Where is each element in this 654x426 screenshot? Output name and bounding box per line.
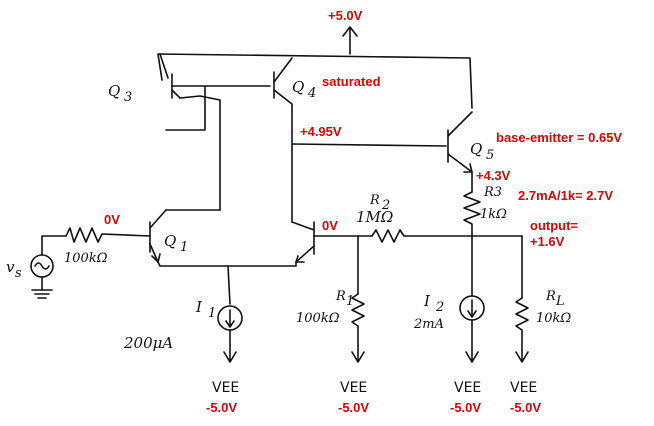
q1-label: Q <box>164 232 176 250</box>
q3-collector-wire <box>199 95 221 211</box>
r3-value: 1kΩ <box>480 207 507 222</box>
rail-vee-4-value: -5.0V <box>510 400 541 415</box>
base-emitter-note: base-emitter = 0.65V <box>496 130 622 145</box>
rail-vee-2: VEE <box>340 380 367 396</box>
input-resistor-value: 100kΩ <box>64 251 108 266</box>
i1-label-sub: 1 <box>208 306 216 321</box>
output-label: output= <box>530 218 578 233</box>
i1-value: 200μA <box>123 334 173 352</box>
input-resistor <box>65 227 151 243</box>
q3-label-sub: 3 <box>124 90 132 105</box>
tail-wire <box>157 261 297 267</box>
rail-vee-1: VEE <box>212 380 239 396</box>
r2-label-sub: 2 <box>381 198 390 213</box>
q1-base-voltage: 0V <box>104 212 120 227</box>
saturated-note: saturated <box>322 74 381 89</box>
q5-transistor <box>447 111 473 193</box>
node-q4-collector-voltage: +4.95V <box>300 124 342 139</box>
input-source <box>30 235 67 299</box>
q4-transistor <box>273 57 293 223</box>
node-q5-emitter-voltage: +4.3V <box>476 168 511 183</box>
supply-voltage: +5.0V <box>328 8 363 23</box>
rail-vee-1-value: -5.0V <box>206 400 237 415</box>
r2-label: R <box>369 193 380 208</box>
q4-label: Q <box>292 78 304 96</box>
q4-to-q5-wire <box>291 143 447 147</box>
source-label: v <box>6 258 15 276</box>
rl-label: R <box>545 289 556 304</box>
output-value: +1.6V <box>530 234 565 249</box>
r2-value: 1MΩ <box>356 208 393 226</box>
q2-base-voltage: 0V <box>322 218 338 233</box>
rail-vee-4: VEE <box>510 380 537 396</box>
rl-label-sub: L <box>555 294 565 309</box>
q5-label-sub: 5 <box>486 148 494 163</box>
i2-value: 2mA <box>413 317 444 332</box>
q1-transistor <box>149 209 221 263</box>
q2-transistor <box>291 221 315 263</box>
q5-label: Q <box>470 140 482 158</box>
rail-vee-3: VEE <box>454 380 481 396</box>
r3-resistor <box>463 191 481 237</box>
rl-value: 10kΩ <box>536 311 571 326</box>
mirror-loop <box>165 85 206 131</box>
rail-vee-3-value: -5.0V <box>450 400 481 415</box>
i2-current-source <box>459 295 485 363</box>
i1-current-source <box>217 305 243 363</box>
i1-label: I <box>195 298 203 316</box>
r3-current-note: 2.7mA/1k= 2.7V <box>518 188 613 203</box>
supply-arrow <box>342 26 358 55</box>
source-label-sub: s <box>15 266 22 281</box>
q4-label-sub: 4 <box>307 86 316 101</box>
q1-label-sub: 1 <box>180 240 188 255</box>
i2-label: I <box>423 292 431 310</box>
rail-vee-2-value: -5.0V <box>338 400 369 415</box>
q3-label: Q <box>108 82 120 100</box>
r1-value: 100kΩ <box>296 311 340 326</box>
rl-resistor <box>515 297 529 361</box>
i2-label-sub: 2 <box>435 300 444 315</box>
r3-label: R3 <box>483 185 502 200</box>
r2-resistor <box>371 229 523 243</box>
q3-transistor <box>159 53 271 99</box>
supply-rail <box>157 53 473 109</box>
r1-label-sub: 1 <box>346 294 354 309</box>
r1-resistor <box>351 293 365 361</box>
r1-label: R <box>335 289 346 304</box>
